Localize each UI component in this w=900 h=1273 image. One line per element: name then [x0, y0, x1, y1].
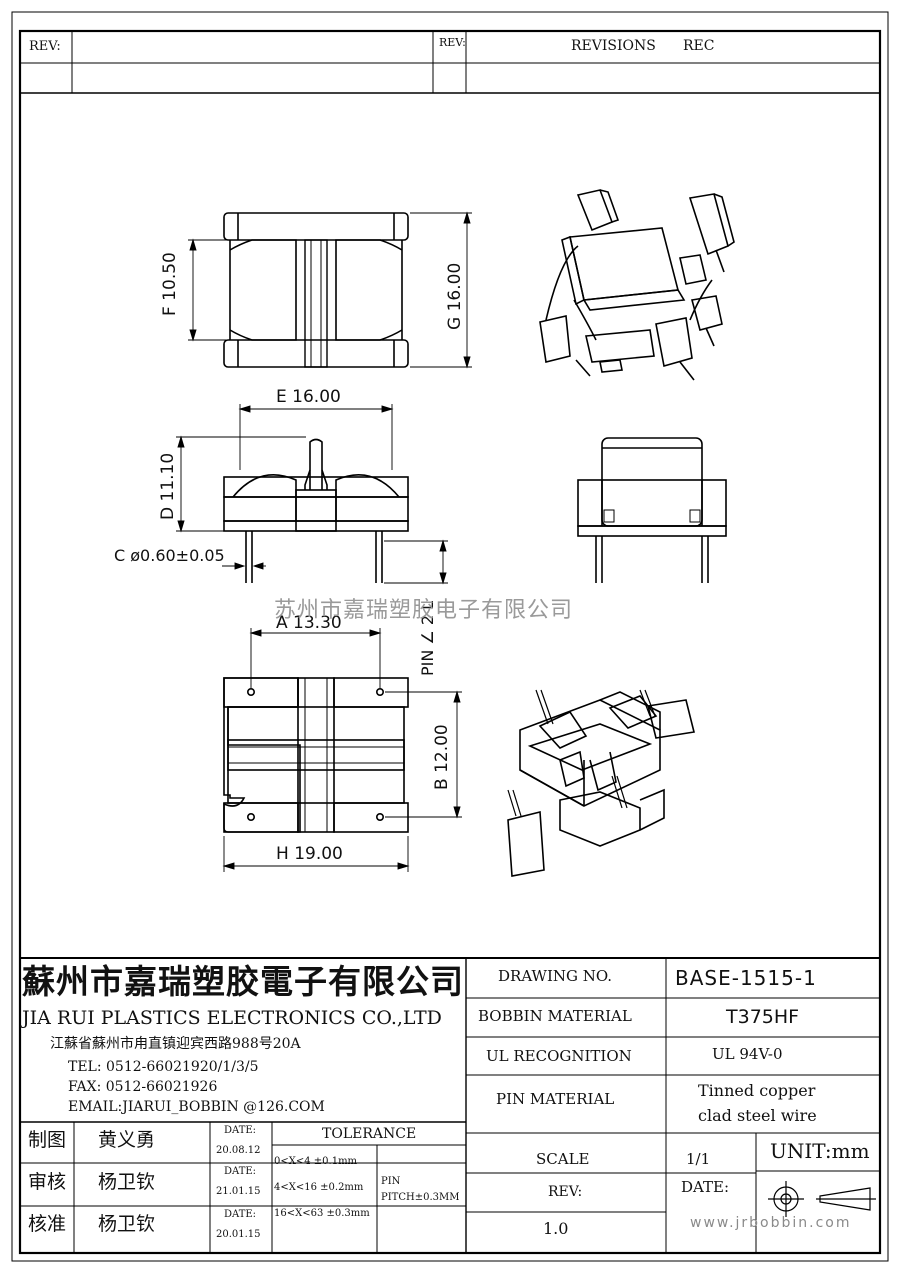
rev-label: REV:: [548, 1184, 583, 1200]
dim-b-value: 12.00: [432, 724, 452, 773]
dim-f-letter: F: [160, 306, 180, 316]
dim-d-value: 11.10: [158, 452, 178, 502]
dim-b-letter: B: [432, 778, 452, 790]
dim-e-letter: E: [276, 387, 287, 407]
approval-name-draw: 黄义勇: [98, 1129, 156, 1151]
tolerance-pin-label: PIN: [381, 1176, 401, 1187]
concentric-symbol-icon: [772, 1185, 800, 1213]
tolerance-row-2: 4<X<16 ±0.2mm: [274, 1182, 364, 1193]
dim-c-label: C ø0.60±0.05: [114, 548, 225, 564]
approval-role-review: 审核: [28, 1171, 67, 1193]
ul-label: UL RECOGNITION: [486, 1047, 632, 1065]
tolerance-row-3: 16<X<63 ±0.3mm: [274, 1208, 370, 1219]
approval-date-review: 21.01.15: [216, 1186, 261, 1197]
dim-d-letter: D: [158, 506, 178, 520]
dim-g-value: 16.00: [445, 262, 465, 312]
approval-date-label-review: DATE:: [224, 1166, 257, 1177]
rev-label-left: REV:: [29, 39, 61, 54]
company-tel: TEL: 0512-66021920/1/3/5: [68, 1059, 259, 1075]
ul-value: UL 94V-0: [712, 1045, 783, 1063]
pin-material-value-1: Tinned copper: [698, 1081, 816, 1100]
company-address: 江蘇省蘇州市甪直镇迎宾西路988号20A: [50, 1036, 301, 1052]
dim-f-value: 10.50: [160, 252, 180, 301]
scale-label: SCALE: [536, 1150, 590, 1168]
dim-h-letter: H: [276, 844, 289, 864]
dim-h-label: H 19.00: [276, 846, 343, 863]
watermark: 苏州市嘉瑞塑胶电子有限公司: [274, 598, 574, 623]
tolerance-title: TOLERANCE: [322, 1126, 417, 1142]
approval-date-label-draw: DATE:: [224, 1125, 257, 1136]
dim-d-label: D 11.10: [158, 452, 178, 520]
bobbin-material-value: T375HF: [726, 1006, 800, 1028]
approval-name-review: 杨卫钦: [98, 1171, 156, 1193]
pin-material-value-2: clad steel wire: [698, 1106, 817, 1125]
drawing-no-value: BASE-1515-1: [675, 966, 817, 990]
rev-label-right: REV:: [439, 36, 466, 49]
approval-role-draw: 制图: [28, 1129, 67, 1151]
pin-material-label: PIN MATERIAL: [496, 1090, 615, 1108]
revisions-header: REVISIONS: [571, 38, 656, 54]
scale-value: 1/1: [686, 1150, 711, 1168]
company-name-en: JIA RUI PLASTICS ELECTRONICS CO.,LTD: [22, 1007, 442, 1029]
tolerance-row-1: 0<X<4 ±0.1mm: [274, 1156, 358, 1167]
unit-label: UNIT:mm: [770, 1139, 870, 1163]
dim-h-value: 19.00: [294, 844, 343, 864]
dim-g-letter: G: [445, 316, 465, 330]
approval-date-approve: 20.01.15: [216, 1229, 261, 1240]
dim-l-pin: PIN: [418, 649, 437, 676]
bobbin-material-label: BOBBIN MATERIAL: [478, 1007, 632, 1025]
company-name-cn: 蘇州市嘉瑞塑胶電子有限公司: [22, 962, 464, 1001]
company-email: EMAIL:JIARUI_BOBBIN @126.COM: [68, 1099, 325, 1115]
dim-c-letter: C: [114, 546, 126, 565]
dim-a-value: 13.30: [293, 613, 342, 633]
company-fax: FAX: 0512-66021926: [68, 1079, 218, 1095]
drawing-no-label: DRAWING NO.: [498, 967, 613, 985]
dim-g-label: G 16.00: [445, 262, 465, 330]
tolerance-pin-pitch: PITCH±0.3MM: [381, 1192, 460, 1203]
dim-a-label: A 13.30: [276, 615, 342, 632]
dim-e-value: 16.00: [292, 387, 341, 407]
rec-header: REC: [683, 38, 715, 54]
rev-value: 1.0: [543, 1219, 569, 1238]
approval-date-draw: 20.08.12: [216, 1145, 261, 1156]
dim-c-value: ø0.60±0.05: [130, 546, 225, 565]
dim-b-label: B 12.00: [432, 724, 452, 790]
approval-role-approve: 核准: [28, 1213, 67, 1235]
date-label: DATE:: [681, 1178, 730, 1196]
approval-date-label-approve: DATE:: [224, 1209, 257, 1220]
taper-symbol-icon: [818, 1186, 874, 1212]
dim-a-letter: A: [276, 613, 288, 633]
approval-name-approve: 杨卫钦: [98, 1213, 156, 1235]
dim-f-label: F 10.50: [160, 252, 180, 316]
website-watermark: www.jrbobbin.com: [690, 1215, 852, 1231]
dim-e-label: E 16.00: [276, 389, 341, 406]
